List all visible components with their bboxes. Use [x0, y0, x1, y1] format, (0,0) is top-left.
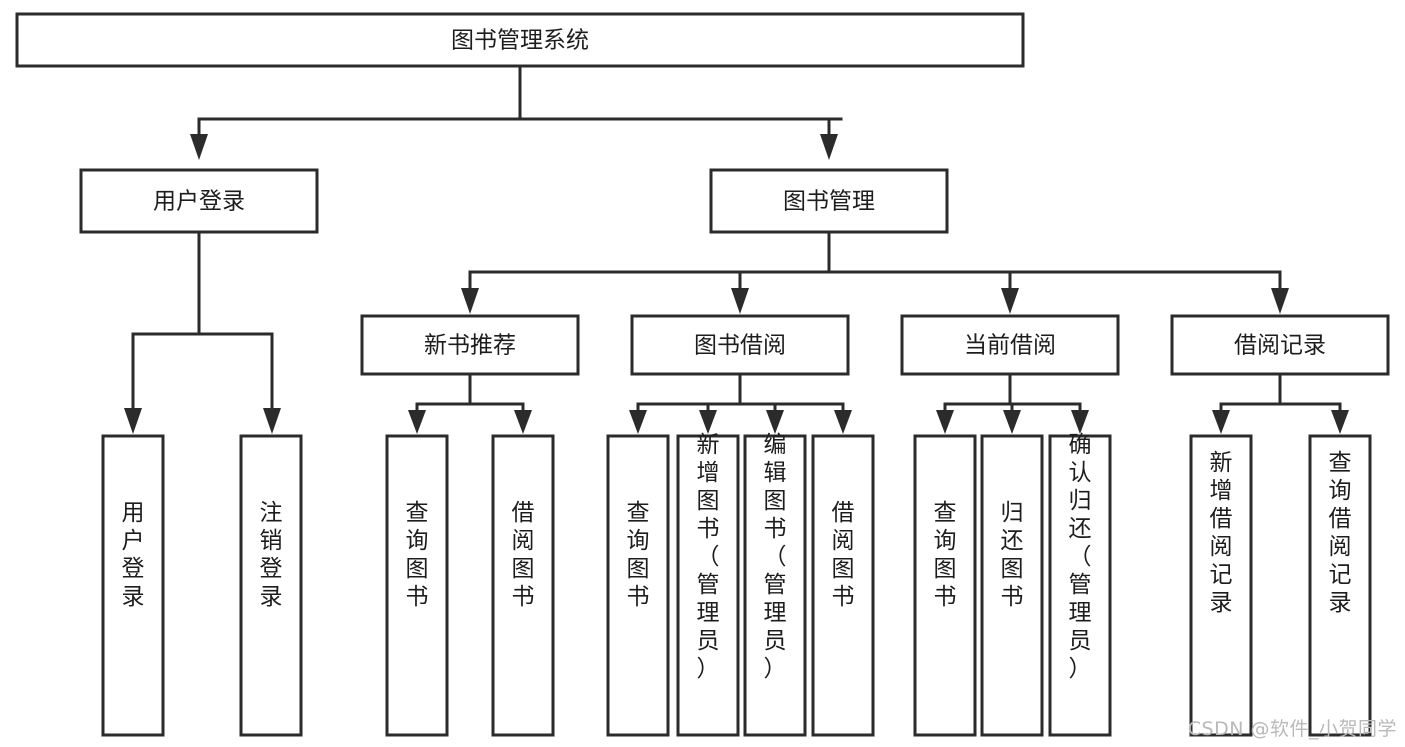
node-leaf-return-book-label: 归还图书: [1001, 500, 1024, 610]
node-leaf-user-login-box[interactable]: [101, 434, 165, 737]
arrowhead-borrow-record: [1271, 288, 1289, 314]
node-new-book-recommend[interactable]: 新书推荐: [360, 314, 580, 376]
arrowhead-leaf-borrow-book-2: [834, 410, 852, 434]
node-book-borrow-box[interactable]: [630, 314, 850, 376]
node-leaf-query-book-2-box[interactable]: [606, 434, 670, 737]
node-current-borrow[interactable]: 当前借阅: [900, 314, 1120, 376]
node-leaf-query-record[interactable]: 查询借阅记录: [1308, 434, 1372, 737]
arrowhead-leaf-query-record: [1331, 410, 1349, 434]
node-borrow-record-box[interactable]: [1170, 314, 1390, 376]
node-leaf-add-record-label: 新增借阅记录: [1210, 450, 1233, 616]
node-leaf-query-book-1-label: 查询图书: [406, 500, 429, 610]
connectors-new-book-recommend-to-leaves: [408, 372, 532, 434]
arrowhead-leaf-return-book: [1003, 410, 1021, 434]
node-leaf-confirm-return[interactable]: 确认归还（管理员）: [1048, 432, 1112, 737]
connectors-borrow-record-to-leaves: [1212, 372, 1349, 434]
node-leaf-edit-book[interactable]: 编辑图书（管理员）: [743, 432, 807, 737]
node-root-box[interactable]: [15, 12, 1025, 68]
arrowhead-leaf-add-book: [699, 410, 717, 434]
arrowhead-leaf-borrow-book-1: [514, 410, 532, 434]
node-root[interactable]: 图书管理系统: [15, 12, 1025, 68]
node-leaf-add-record[interactable]: 新增借阅记录: [1189, 434, 1253, 737]
node-borrow-record-label: 借阅记录: [1234, 333, 1326, 359]
arrowhead-leaf-logout-login: [263, 408, 281, 434]
node-leaf-borrow-book-1-box[interactable]: [491, 434, 555, 737]
node-leaf-edit-book-label: 编辑图书（管理员）: [764, 432, 787, 682]
node-book-borrow[interactable]: 图书借阅: [630, 314, 850, 376]
arrowhead-leaf-query-book-1: [408, 410, 426, 434]
node-leaf-logout-login-label: 注销登录: [260, 500, 283, 610]
node-leaf-query-book-1[interactable]: 查询图书: [385, 434, 449, 737]
node-leaf-return-book-box[interactable]: [980, 434, 1044, 737]
node-current-borrow-label: 当前借阅: [964, 333, 1056, 359]
connectors-root-to-level2: [190, 64, 843, 160]
node-leaf-user-login-label: 用户登录: [122, 500, 145, 610]
node-leaf-query-book-3-label: 查询图书: [934, 500, 957, 610]
node-leaf-edit-book-box[interactable]: [743, 434, 807, 737]
node-leaf-user-login[interactable]: 用户登录: [101, 434, 165, 737]
node-book-borrow-label: 图书借阅: [694, 333, 786, 359]
node-root-label: 图书管理系统: [451, 28, 589, 54]
node-new-book-recommend-box[interactable]: [360, 314, 580, 376]
node-leaf-add-book[interactable]: 新增图书（管理员）: [676, 432, 740, 737]
arrowhead-leaf-user-login: [124, 408, 142, 434]
node-leaf-borrow-book-2-label: 借阅图书: [832, 500, 855, 610]
node-user-login-label: 用户登录: [153, 189, 245, 215]
node-leaf-query-record-label: 查询借阅记录: [1329, 450, 1352, 616]
arrowhead-leaf-query-book-2: [629, 410, 647, 434]
arrowhead-leaf-edit-book: [766, 410, 784, 434]
node-leaf-add-book-box[interactable]: [676, 434, 740, 737]
arrowhead-new-book-recommend: [461, 288, 479, 314]
node-borrow-record[interactable]: 借阅记录: [1170, 314, 1390, 376]
node-leaf-query-book-1-box[interactable]: [385, 434, 449, 737]
arrowhead-book-manage: [820, 134, 838, 160]
arrowhead-leaf-confirm-return: [1071, 410, 1089, 434]
node-leaf-confirm-return-label: 确认归还（管理员）: [1069, 432, 1092, 682]
node-leaf-add-record-box[interactable]: [1189, 434, 1253, 737]
node-leaf-logout-login[interactable]: 注销登录: [239, 434, 303, 737]
node-book-manage-label: 图书管理: [783, 189, 875, 215]
node-new-book-recommend-label: 新书推荐: [424, 333, 516, 359]
node-leaf-query-record-box[interactable]: [1308, 434, 1372, 737]
node-leaf-query-book-3[interactable]: 查询图书: [913, 434, 977, 737]
node-leaf-borrow-book-2[interactable]: 借阅图书: [811, 434, 875, 737]
arrowhead-book-borrow: [731, 288, 749, 314]
node-leaf-add-book-label: 新增图书（管理员）: [697, 432, 720, 682]
connectors-current-borrow-to-leaves: [936, 372, 1089, 434]
node-user-login-box[interactable]: [79, 168, 319, 234]
node-leaf-return-book[interactable]: 归还图书: [980, 434, 1044, 737]
node-book-manage[interactable]: 图书管理: [709, 168, 949, 234]
arrowhead-leaf-query-book-3: [936, 410, 954, 434]
connectors-user-login-to-leaves: [124, 230, 281, 434]
arrowhead-leaf-add-record: [1212, 410, 1230, 434]
connectors-book-borrow-to-leaves: [629, 372, 852, 434]
node-leaf-confirm-return-box[interactable]: [1048, 434, 1112, 737]
connectors-book-manage-to-level3: [461, 230, 1289, 314]
node-leaf-logout-login-box[interactable]: [239, 434, 303, 737]
node-leaf-query-book-2[interactable]: 查询图书: [606, 434, 670, 737]
node-current-borrow-box[interactable]: [900, 314, 1120, 376]
node-user-login[interactable]: 用户登录: [79, 168, 319, 234]
node-leaf-borrow-book-1-label: 借阅图书: [512, 500, 535, 610]
node-book-manage-box[interactable]: [709, 168, 949, 234]
arrowhead-current-borrow: [1001, 288, 1019, 314]
node-leaf-query-book-3-box[interactable]: [913, 434, 977, 737]
node-leaf-query-book-2-label: 查询图书: [627, 500, 650, 610]
node-leaf-borrow-book-1[interactable]: 借阅图书: [491, 434, 555, 737]
node-leaf-borrow-book-2-box[interactable]: [811, 434, 875, 737]
arrowhead-user-login: [190, 134, 208, 160]
